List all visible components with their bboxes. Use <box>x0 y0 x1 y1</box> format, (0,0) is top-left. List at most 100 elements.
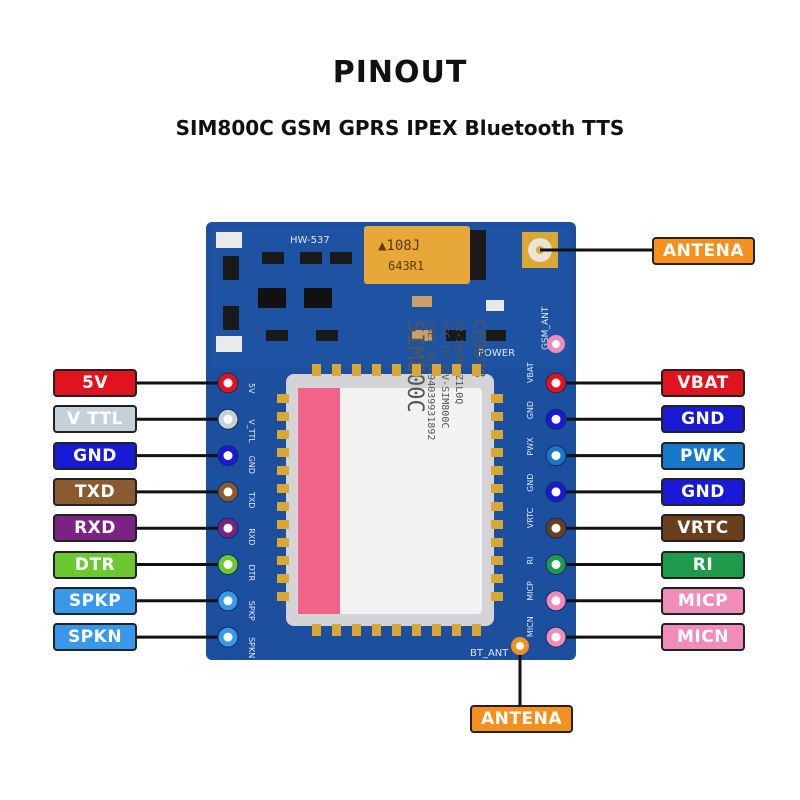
page-title: PINOUT <box>332 55 468 90</box>
right-silk-label: RI <box>526 557 535 565</box>
header-hole-center <box>223 523 233 533</box>
chip-pad <box>491 592 503 601</box>
chip-pad <box>491 394 503 403</box>
right-pin-label: GND <box>661 405 745 434</box>
chip-pad <box>452 364 461 376</box>
right-silk-label: VBAT <box>526 362 535 383</box>
left-header-holes <box>217 372 239 648</box>
right-pin-label: RI <box>661 550 745 579</box>
left-silk-labels: 5V V_TTL GND TXD RXD DTR SPKP SPKN <box>247 383 256 658</box>
left-silk-label: GND <box>247 456 256 474</box>
antenna-label-gsm: ANTENA <box>652 237 755 265</box>
silk-board-id: HW-537 <box>290 235 330 246</box>
chip-pad <box>491 466 503 475</box>
bt-ant-pad-hole <box>516 642 524 650</box>
chip-pad <box>491 556 503 565</box>
left-silk-label: RXD <box>247 528 256 545</box>
chip-pad <box>277 502 289 511</box>
chip-pad <box>277 466 289 475</box>
capacitor-band <box>470 230 486 280</box>
smd-resistor <box>300 252 322 264</box>
mount-pad <box>216 336 242 352</box>
smd-resistor <box>262 252 284 264</box>
left-silk-label: SPKP <box>247 601 256 621</box>
left-pin-label: DTR <box>53 550 137 579</box>
capacitor-text: ▲108J <box>378 238 420 254</box>
right-pin-label: GND <box>661 477 745 506</box>
right-pin-label: MICP <box>661 586 745 615</box>
left-pin-label: 5V <box>53 369 137 397</box>
smd-resistor <box>316 330 338 341</box>
header-hole-center <box>223 487 233 497</box>
page-subtitle: SIM800C GSM GPRS IPEX Bluetooth TTS <box>175 116 625 140</box>
right-silk-label: VRTC <box>526 507 535 528</box>
right-silk-label: PWX <box>526 437 535 456</box>
silk-bt-ant: BT_ANT <box>470 648 509 659</box>
chip-pad <box>452 624 461 636</box>
header-hole-center <box>551 451 561 461</box>
chip-pad <box>392 624 401 636</box>
chip-pad <box>277 556 289 565</box>
left-pin-label: RXD <box>53 514 137 543</box>
right-pin-label: VRTC <box>661 514 745 543</box>
chip-pad <box>332 624 341 636</box>
right-silk-label: GND <box>526 401 535 419</box>
header-hole-center <box>551 378 561 388</box>
chip-pad <box>491 520 503 529</box>
header-hole-center <box>551 596 561 606</box>
chip-pad <box>412 624 421 636</box>
chip-ce: CE0678 <box>470 320 489 378</box>
chip-pad <box>277 484 289 493</box>
left-pin-label: V TTL <box>53 405 137 434</box>
left-silk-label: V_TTL <box>247 419 256 443</box>
header-hole-center <box>551 560 561 569</box>
chip-pad <box>472 364 481 376</box>
header-hole-center <box>223 596 233 606</box>
sim800c-label <box>298 388 482 614</box>
chip-pad <box>491 484 503 493</box>
left-silk-label: 5V <box>247 383 256 394</box>
chip-pad <box>372 364 381 376</box>
chip-pad <box>277 574 289 583</box>
left-silk-label: SPKN <box>247 637 256 658</box>
chip-pad <box>277 538 289 547</box>
right-header-holes <box>545 372 567 648</box>
smd-resistor <box>330 252 352 264</box>
header-hole-center <box>223 451 233 461</box>
chip-pad <box>432 364 441 376</box>
chip-fcc: FCC ID UDV-SIM800C <box>439 320 450 428</box>
power-led <box>486 300 504 311</box>
right-pin-label: MICN <box>661 623 745 652</box>
chip-pad <box>352 364 361 376</box>
chip-pad <box>312 364 321 376</box>
chip-pad <box>277 430 289 439</box>
left-pin-label: TXD <box>53 477 137 506</box>
chip-pad <box>491 430 503 439</box>
chip-pad <box>372 624 381 636</box>
chip-pad <box>472 624 481 636</box>
chip-pad <box>352 624 361 636</box>
right-pin-label: PWK <box>661 441 745 470</box>
left-pin-label: SPKN <box>53 623 137 652</box>
transistor <box>223 256 239 280</box>
left-silk-label: DTR <box>247 565 256 582</box>
tantalum-capacitor <box>364 226 470 284</box>
chip-s2: S2-10686-Z1L0Q <box>453 320 464 404</box>
chip-pad <box>277 520 289 529</box>
smd-cap <box>486 330 506 341</box>
chip-pad <box>277 394 289 403</box>
chip-pad <box>491 412 503 421</box>
left-silk-label: TXD <box>247 491 256 509</box>
chip-pad <box>412 364 421 376</box>
smd-cap <box>412 296 432 307</box>
left-pin-label: SPKP <box>53 586 137 615</box>
chip-pad <box>277 412 289 421</box>
chip-pad <box>332 364 341 376</box>
antenna-label-bt: ANTENA <box>470 705 573 733</box>
silk-power: POWER <box>478 348 515 359</box>
capacitor-code: 643R1 <box>388 259 424 273</box>
chip-pad <box>432 624 441 636</box>
header-hole-center <box>223 414 233 424</box>
